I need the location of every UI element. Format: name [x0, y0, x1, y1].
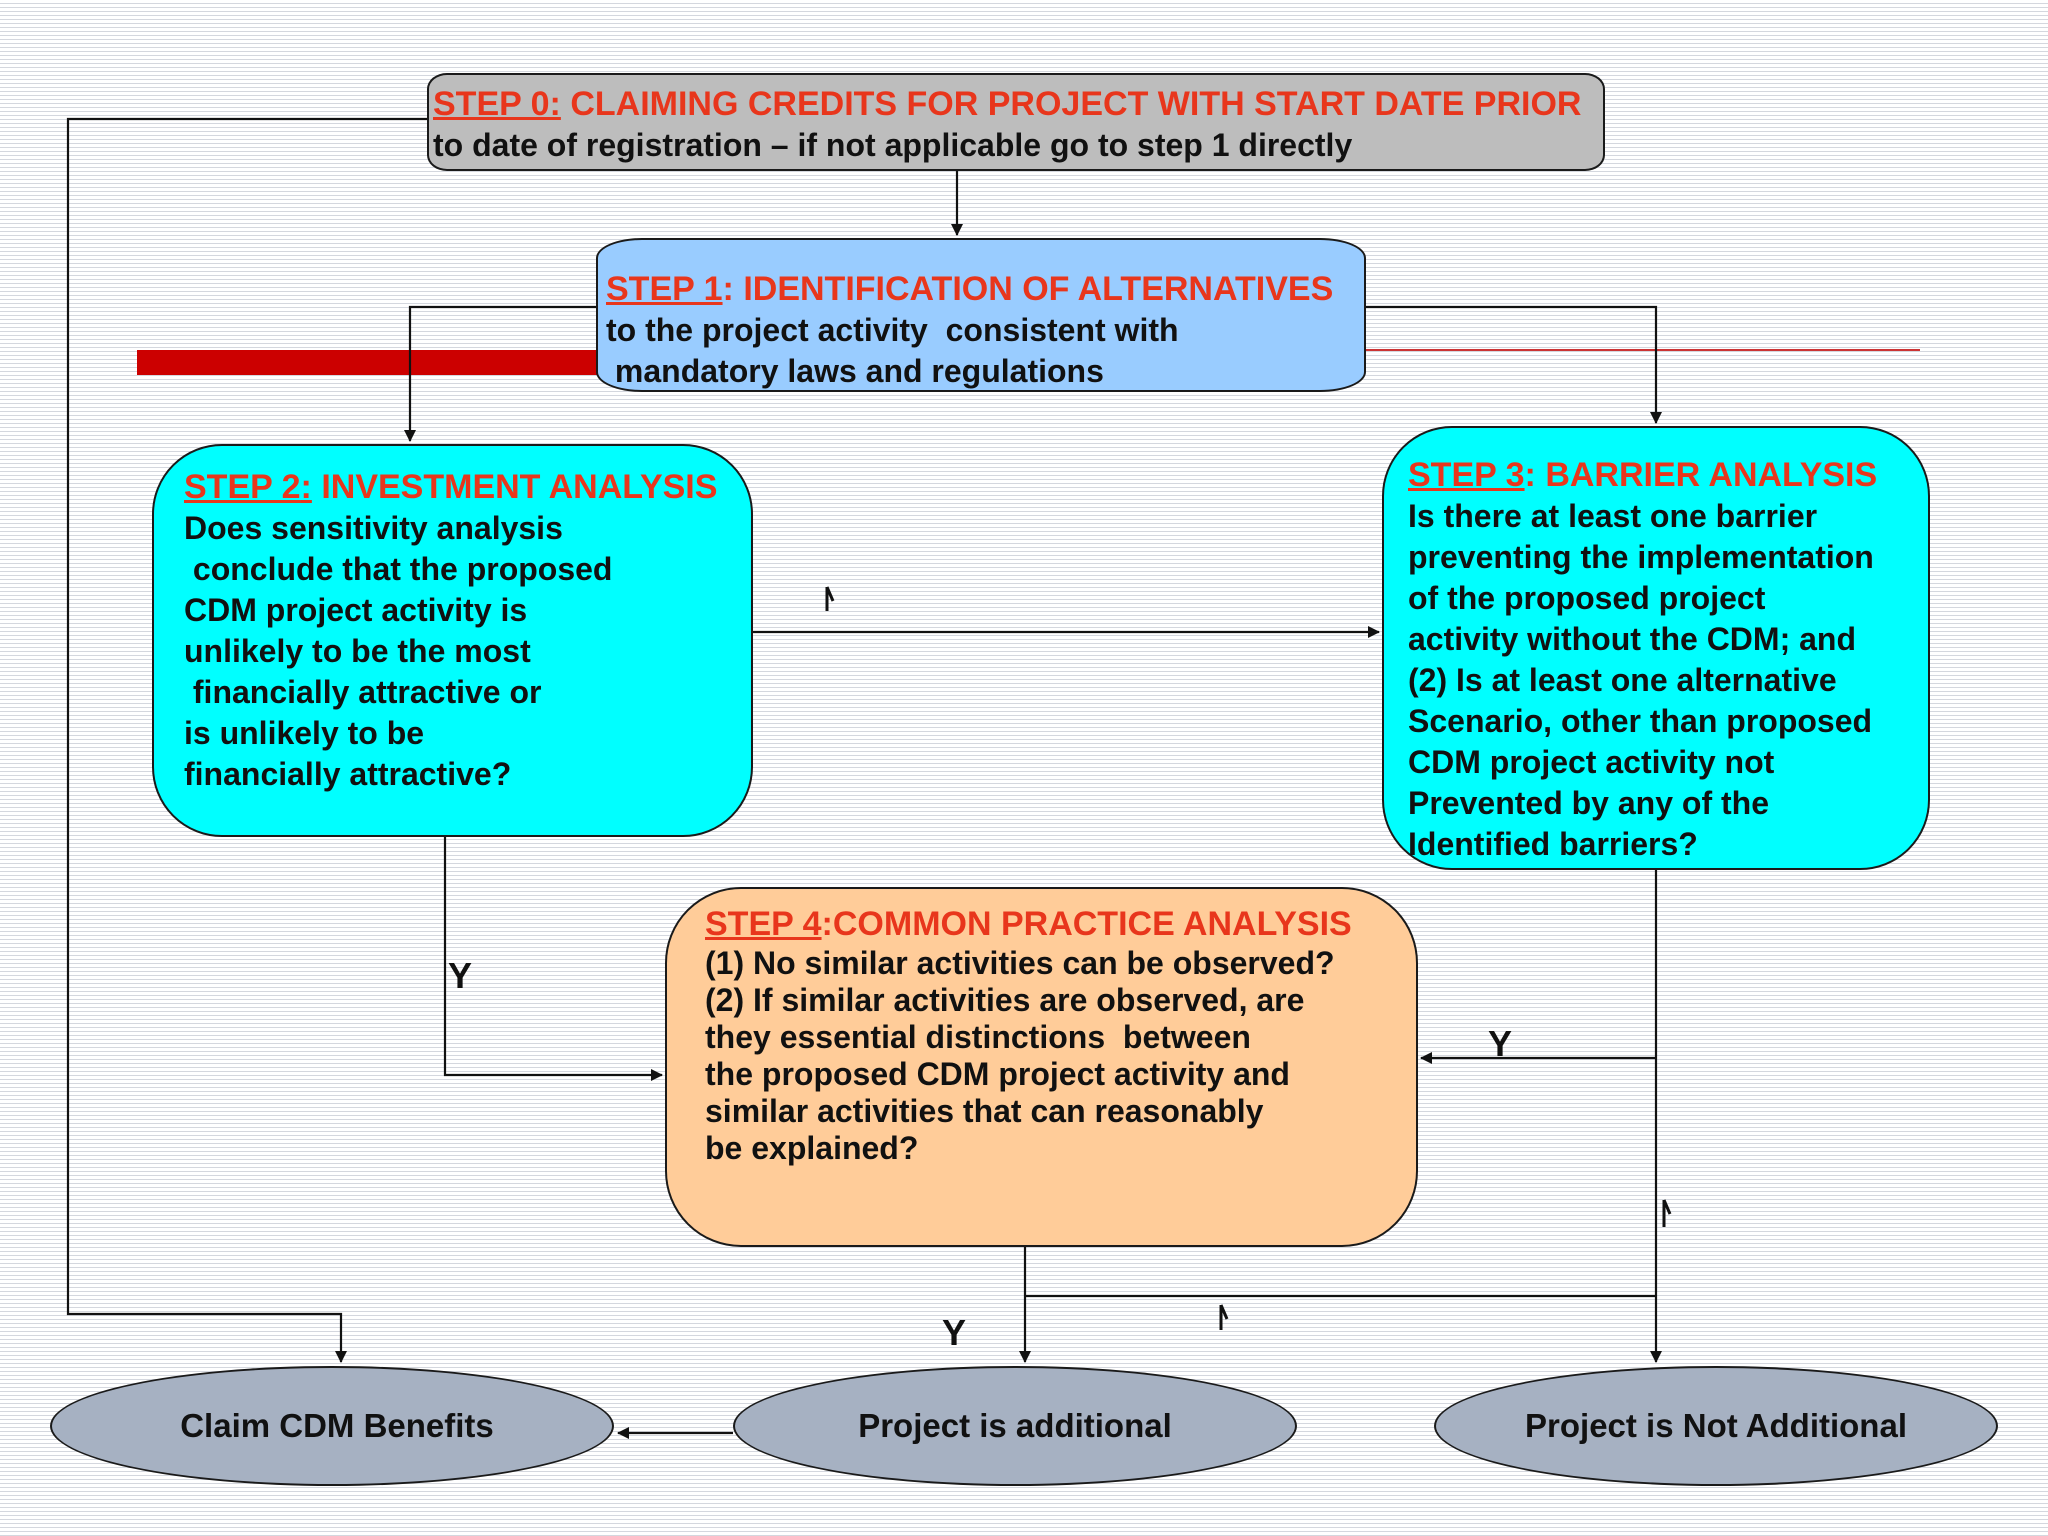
- outcome-project-additional: Project is additional: [733, 1366, 1297, 1486]
- outcome-additional-label: Project is additional: [858, 1407, 1172, 1444]
- step1-title-text: : IDENTIFICATION OF ALTERNATIVES: [722, 270, 1334, 308]
- step1-title: STEP 1: IDENTIFICATION OF ALTERNATIVES: [606, 268, 1356, 310]
- step1-box: STEP 1: IDENTIFICATION OF ALTERNATIVES t…: [596, 238, 1366, 392]
- step0-title-text: CLAIMING CREDITS FOR PROJECT WITH START …: [560, 85, 1582, 123]
- outcome-not-additional-label: Project is Not Additional: [1525, 1407, 1907, 1444]
- step0-box: STEP 0: CLAIMING CREDITS FOR PROJECT WIT…: [427, 73, 1605, 171]
- label-step2-yes: Y: [448, 955, 473, 996]
- step2-title: STEP 2: INVESTMENT ANALYSIS: [184, 466, 721, 508]
- no-mark-step3: [1662, 1199, 1672, 1227]
- step4-body: (1) No similar activities can be observe…: [705, 945, 1335, 1166]
- step2-box: STEP 2: INVESTMENT ANALYSIS Does sensiti…: [152, 444, 753, 837]
- step3-title: STEP 3: BARRIER ANALYSIS: [1408, 454, 1904, 496]
- step1-number: STEP 1: [606, 270, 723, 308]
- label-step4-yes: Y: [942, 1312, 967, 1353]
- arrow-step1-to-step3: [1366, 305, 1662, 424]
- arrow-step0-to-claim: [66, 117, 427, 1363]
- red-accent-bar: [137, 350, 599, 375]
- step2-number: STEP 2: [184, 468, 301, 506]
- arrow-step2-to-step4: [443, 837, 663, 1081]
- step2-title-text: INVESTMENT ANALYSIS: [311, 468, 718, 506]
- step2-body: Does sensitivity analysis conclude that …: [184, 510, 613, 792]
- outcome-project-not-additional: Project is Not Additional: [1434, 1366, 1998, 1486]
- step2-colon: :: [300, 468, 312, 506]
- no-mark-step2: [825, 586, 835, 611]
- step3-number: STEP 3: [1408, 456, 1525, 494]
- step4-number: STEP 4: [705, 905, 822, 943]
- step0-body: to date of registration – if not applica…: [433, 127, 1353, 163]
- step0-title: STEP 0: CLAIMING CREDITS FOR PROJECT WIT…: [433, 83, 1599, 125]
- outcome-claim-label: Claim CDM Benefits: [180, 1407, 494, 1444]
- step3-body: Is there at least one barrier preventing…: [1408, 498, 1874, 862]
- outcome-claim-cdm-benefits: Claim CDM Benefits: [50, 1366, 614, 1486]
- no-label-marks: [825, 586, 1672, 1330]
- no-mark-step4: [1219, 1304, 1229, 1330]
- step4-title-text: :COMMON PRACTICE ANALYSIS: [821, 905, 1352, 943]
- step3-title-text: : BARRIER ANALYSIS: [1524, 456, 1878, 494]
- step0-number: STEP 0:: [433, 85, 561, 123]
- label-step3-yes: Y: [1488, 1023, 1513, 1064]
- arrow-step1-to-step2: [404, 305, 596, 442]
- step4-title: STEP 4:COMMON PRACTICE ANALYSIS: [705, 903, 1378, 945]
- step3-box: STEP 3: BARRIER ANALYSIS Is there at lea…: [1382, 426, 1930, 870]
- step4-box: STEP 4:COMMON PRACTICE ANALYSIS (1) No s…: [665, 887, 1418, 1247]
- step1-body: to the project activity consistent with …: [606, 312, 1179, 389]
